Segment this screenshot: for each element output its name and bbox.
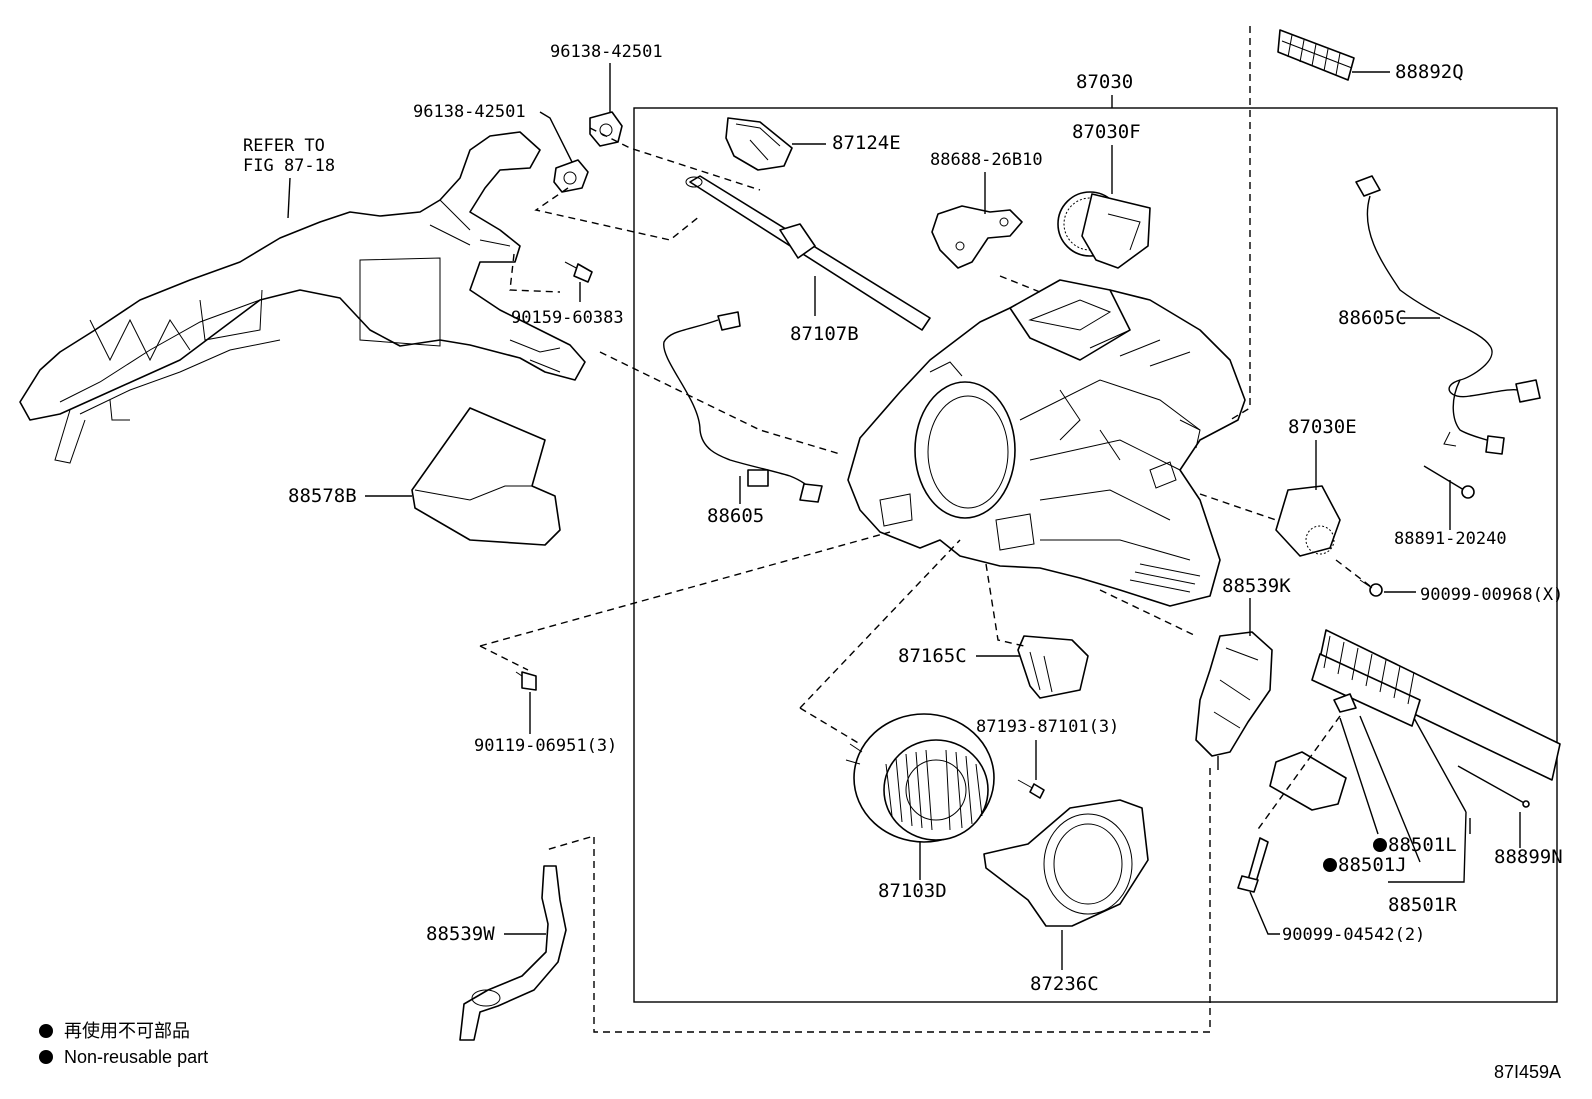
bolt-90099-04542: [1237, 837, 1269, 893]
legend-text-jp: 再使用不可部品: [64, 1021, 190, 1041]
part-label-88605: 88605: [707, 505, 764, 527]
part-label-88899N: 88899N: [1494, 846, 1563, 868]
heater-core-88501r: [1311, 629, 1561, 781]
part-label-88539K: 88539K: [1222, 575, 1291, 597]
part-label-87107B: 87107B: [790, 323, 859, 345]
servo-motor-87030e: [1275, 485, 1341, 557]
screw-90099-00968: [1359, 579, 1383, 597]
part-label-87165C: 87165C: [898, 645, 967, 667]
legend-marker-2: [39, 1050, 53, 1064]
leader-90099-04542: [1249, 891, 1280, 935]
sensor-88891: [1423, 465, 1475, 499]
blower-case-87236c: [983, 799, 1149, 927]
part-label-87236C: 87236C: [1030, 973, 1099, 995]
harness-88605c: [1355, 175, 1541, 455]
screw-87193: [1017, 779, 1045, 799]
legend: 再使用不可部品 Non-reusable part: [39, 1021, 208, 1067]
part-label-87103D: 87103D: [878, 880, 947, 902]
part-label-88688-26B10: 88688-26B10: [930, 150, 1043, 170]
part-label-87030E: 87030E: [1288, 416, 1357, 438]
part-label-87193-87101: 87193-87101(3): [976, 717, 1119, 737]
part-label-88892Q: 88892Q: [1395, 61, 1464, 83]
refer-to-label: REFER TO: [243, 136, 325, 156]
part-label-87124E: 87124E: [832, 132, 901, 154]
part-label-88891-20240: 88891-20240: [1394, 529, 1507, 549]
assembly-frame: [633, 107, 1558, 1003]
bracket-88688: [931, 205, 1023, 269]
leader-refer-to: [287, 177, 291, 219]
part-label-96138-42501-b: 96138-42501: [413, 102, 526, 122]
leader-96138-b: [539, 111, 573, 163]
hvac-housing: [847, 279, 1246, 607]
part-label-88539W: 88539W: [426, 923, 495, 945]
part-label-88501J: 88501J: [1338, 854, 1407, 876]
legend-text-en: Non-reusable part: [64, 1047, 208, 1067]
legend-marker-1: [39, 1024, 53, 1038]
insulator-pad-88578b: [411, 407, 561, 546]
non-reusable-mark-88501j: [1323, 858, 1337, 872]
part-label-87030F: 87030F: [1072, 121, 1141, 143]
screw-90159: [564, 261, 593, 283]
duct-88539k: [1195, 631, 1273, 770]
actuator-87124e: [725, 117, 793, 171]
rod-87107b: [685, 175, 931, 331]
part-label-88578B: 88578B: [288, 485, 357, 507]
part-label-90159-60383: 90159-60383: [511, 308, 624, 328]
harness-88605: [663, 311, 823, 503]
screw-90119: [515, 671, 537, 691]
grille-88892q: [1277, 29, 1355, 81]
resistor-87165c: [1017, 635, 1089, 699]
servo-motor-87030f: [1057, 191, 1151, 269]
duct-assembly-drawing: [19, 131, 586, 464]
part-label-90099-00968X: 90099-00968(X): [1420, 585, 1563, 605]
diagram-code: 87I459A: [1494, 1062, 1561, 1082]
hose-clamp-lower: [553, 159, 589, 193]
part-label-90119-06951: 90119-06951(3): [474, 736, 617, 756]
leader-88501: [1339, 715, 1471, 883]
refer-to-fig-label: FIG 87-18: [243, 156, 335, 176]
part-label-96138-42501-a: 96138-42501: [550, 42, 663, 62]
blower-motor-87103d: [845, 713, 995, 843]
drain-hose-88539w: [459, 865, 567, 1041]
part-label-88501R: 88501R: [1388, 894, 1457, 916]
non-reusable-mark-88501l: [1373, 838, 1387, 852]
pipe-88899n: [1457, 765, 1530, 808]
reference-dashed-lines: [479, 26, 1371, 1033]
seal-88501j: [1269, 751, 1347, 811]
part-label-87030: 87030: [1076, 71, 1133, 93]
part-label-88501L: 88501L: [1388, 834, 1457, 856]
part-label-90099-04542: 90099-04542(2): [1282, 925, 1425, 945]
part-label-88605C: 88605C: [1338, 307, 1407, 329]
